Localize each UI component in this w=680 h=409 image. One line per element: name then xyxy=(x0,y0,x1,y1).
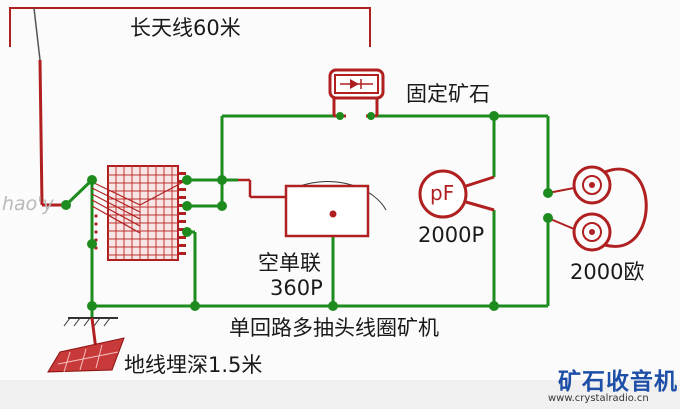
coil xyxy=(91,165,188,261)
ground xyxy=(47,317,125,373)
variable-cap-label: 空单联 xyxy=(258,251,321,275)
node xyxy=(543,188,553,198)
node xyxy=(328,301,338,311)
switch-arm xyxy=(64,178,94,207)
headphones xyxy=(547,165,648,252)
variable-cap-value-label: 360P xyxy=(270,276,323,300)
node xyxy=(87,239,97,249)
node xyxy=(543,213,553,223)
node xyxy=(190,301,200,311)
node xyxy=(367,112,375,120)
wires xyxy=(64,114,550,318)
ground-label: 地线埋深1.5米 xyxy=(124,353,263,377)
node xyxy=(336,112,344,120)
node xyxy=(217,175,227,185)
antenna xyxy=(9,7,371,207)
nodes xyxy=(61,111,553,311)
fixed-crystal-label: 固定矿石 xyxy=(406,82,490,106)
brand-name: 矿石收音机 xyxy=(558,369,678,395)
crystal-detector xyxy=(328,68,385,118)
node xyxy=(489,111,499,121)
long-antenna-label: 长天线60米 xyxy=(130,16,241,40)
node xyxy=(87,301,97,311)
node xyxy=(61,200,71,210)
node xyxy=(489,301,499,311)
headphone-value-label: 2000欧 xyxy=(570,260,645,284)
coil-label: 单回路多抽头线圈矿机 xyxy=(229,316,439,340)
capacitor-value-label: 2000P xyxy=(418,223,485,247)
variable-cap-wire xyxy=(238,178,286,199)
node xyxy=(182,175,192,185)
bottom-strip xyxy=(0,380,680,409)
fixed-capacitor xyxy=(418,169,495,219)
watermark: hao'y xyxy=(2,193,54,215)
brand-url: www.crystalradio.cn xyxy=(548,393,649,404)
node xyxy=(87,175,97,185)
node xyxy=(182,201,192,211)
node xyxy=(217,201,227,211)
node xyxy=(182,227,192,237)
capacitor-unit-label: pF xyxy=(430,181,455,205)
variable-capacitor xyxy=(284,181,387,238)
